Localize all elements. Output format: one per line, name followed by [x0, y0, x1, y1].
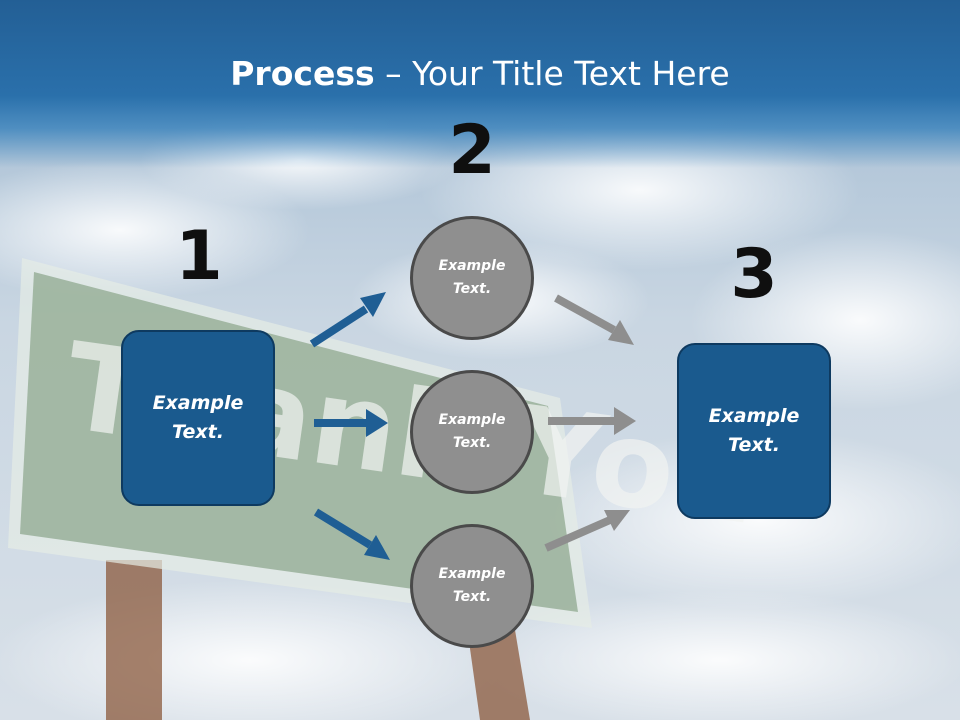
title-text: Your Title Text Here — [412, 54, 730, 93]
circle-top: Example Text. — [410, 216, 534, 340]
step-1-text: Example Text. — [152, 392, 244, 443]
step-1-box: Example Text. — [121, 330, 275, 506]
step-3-text: Example Text. — [708, 405, 800, 456]
title-bar — [0, 0, 960, 128]
arrow-top-circle-to-3 — [554, 294, 634, 345]
step-number-3: 3 — [730, 235, 778, 314]
arrow-bottom-circle-to-3 — [544, 510, 630, 552]
circle-bottom-text: Example Text. — [438, 566, 506, 605]
step-3-box: Example Text. — [677, 343, 831, 519]
slide-title: Process – Your Title Text Here — [0, 52, 960, 96]
circle-middle: Example Text. — [410, 370, 534, 494]
step-number-1: 1 — [175, 217, 223, 296]
arrow-1-to-bottom-circle — [313, 508, 390, 560]
circle-middle-text: Example Text. — [438, 412, 506, 451]
arrow-middle-circle-to-3 — [548, 407, 636, 435]
sign-posts — [106, 560, 530, 720]
circle-top-text: Example Text. — [438, 258, 506, 297]
arrow-1-to-middle-circle — [314, 409, 388, 437]
title-bold: Process — [230, 54, 375, 93]
step-number-2: 2 — [448, 111, 496, 190]
title-separator: – — [374, 54, 413, 93]
arrow-1-to-top-circle — [309, 292, 386, 348]
circle-bottom: Example Text. — [410, 524, 534, 648]
